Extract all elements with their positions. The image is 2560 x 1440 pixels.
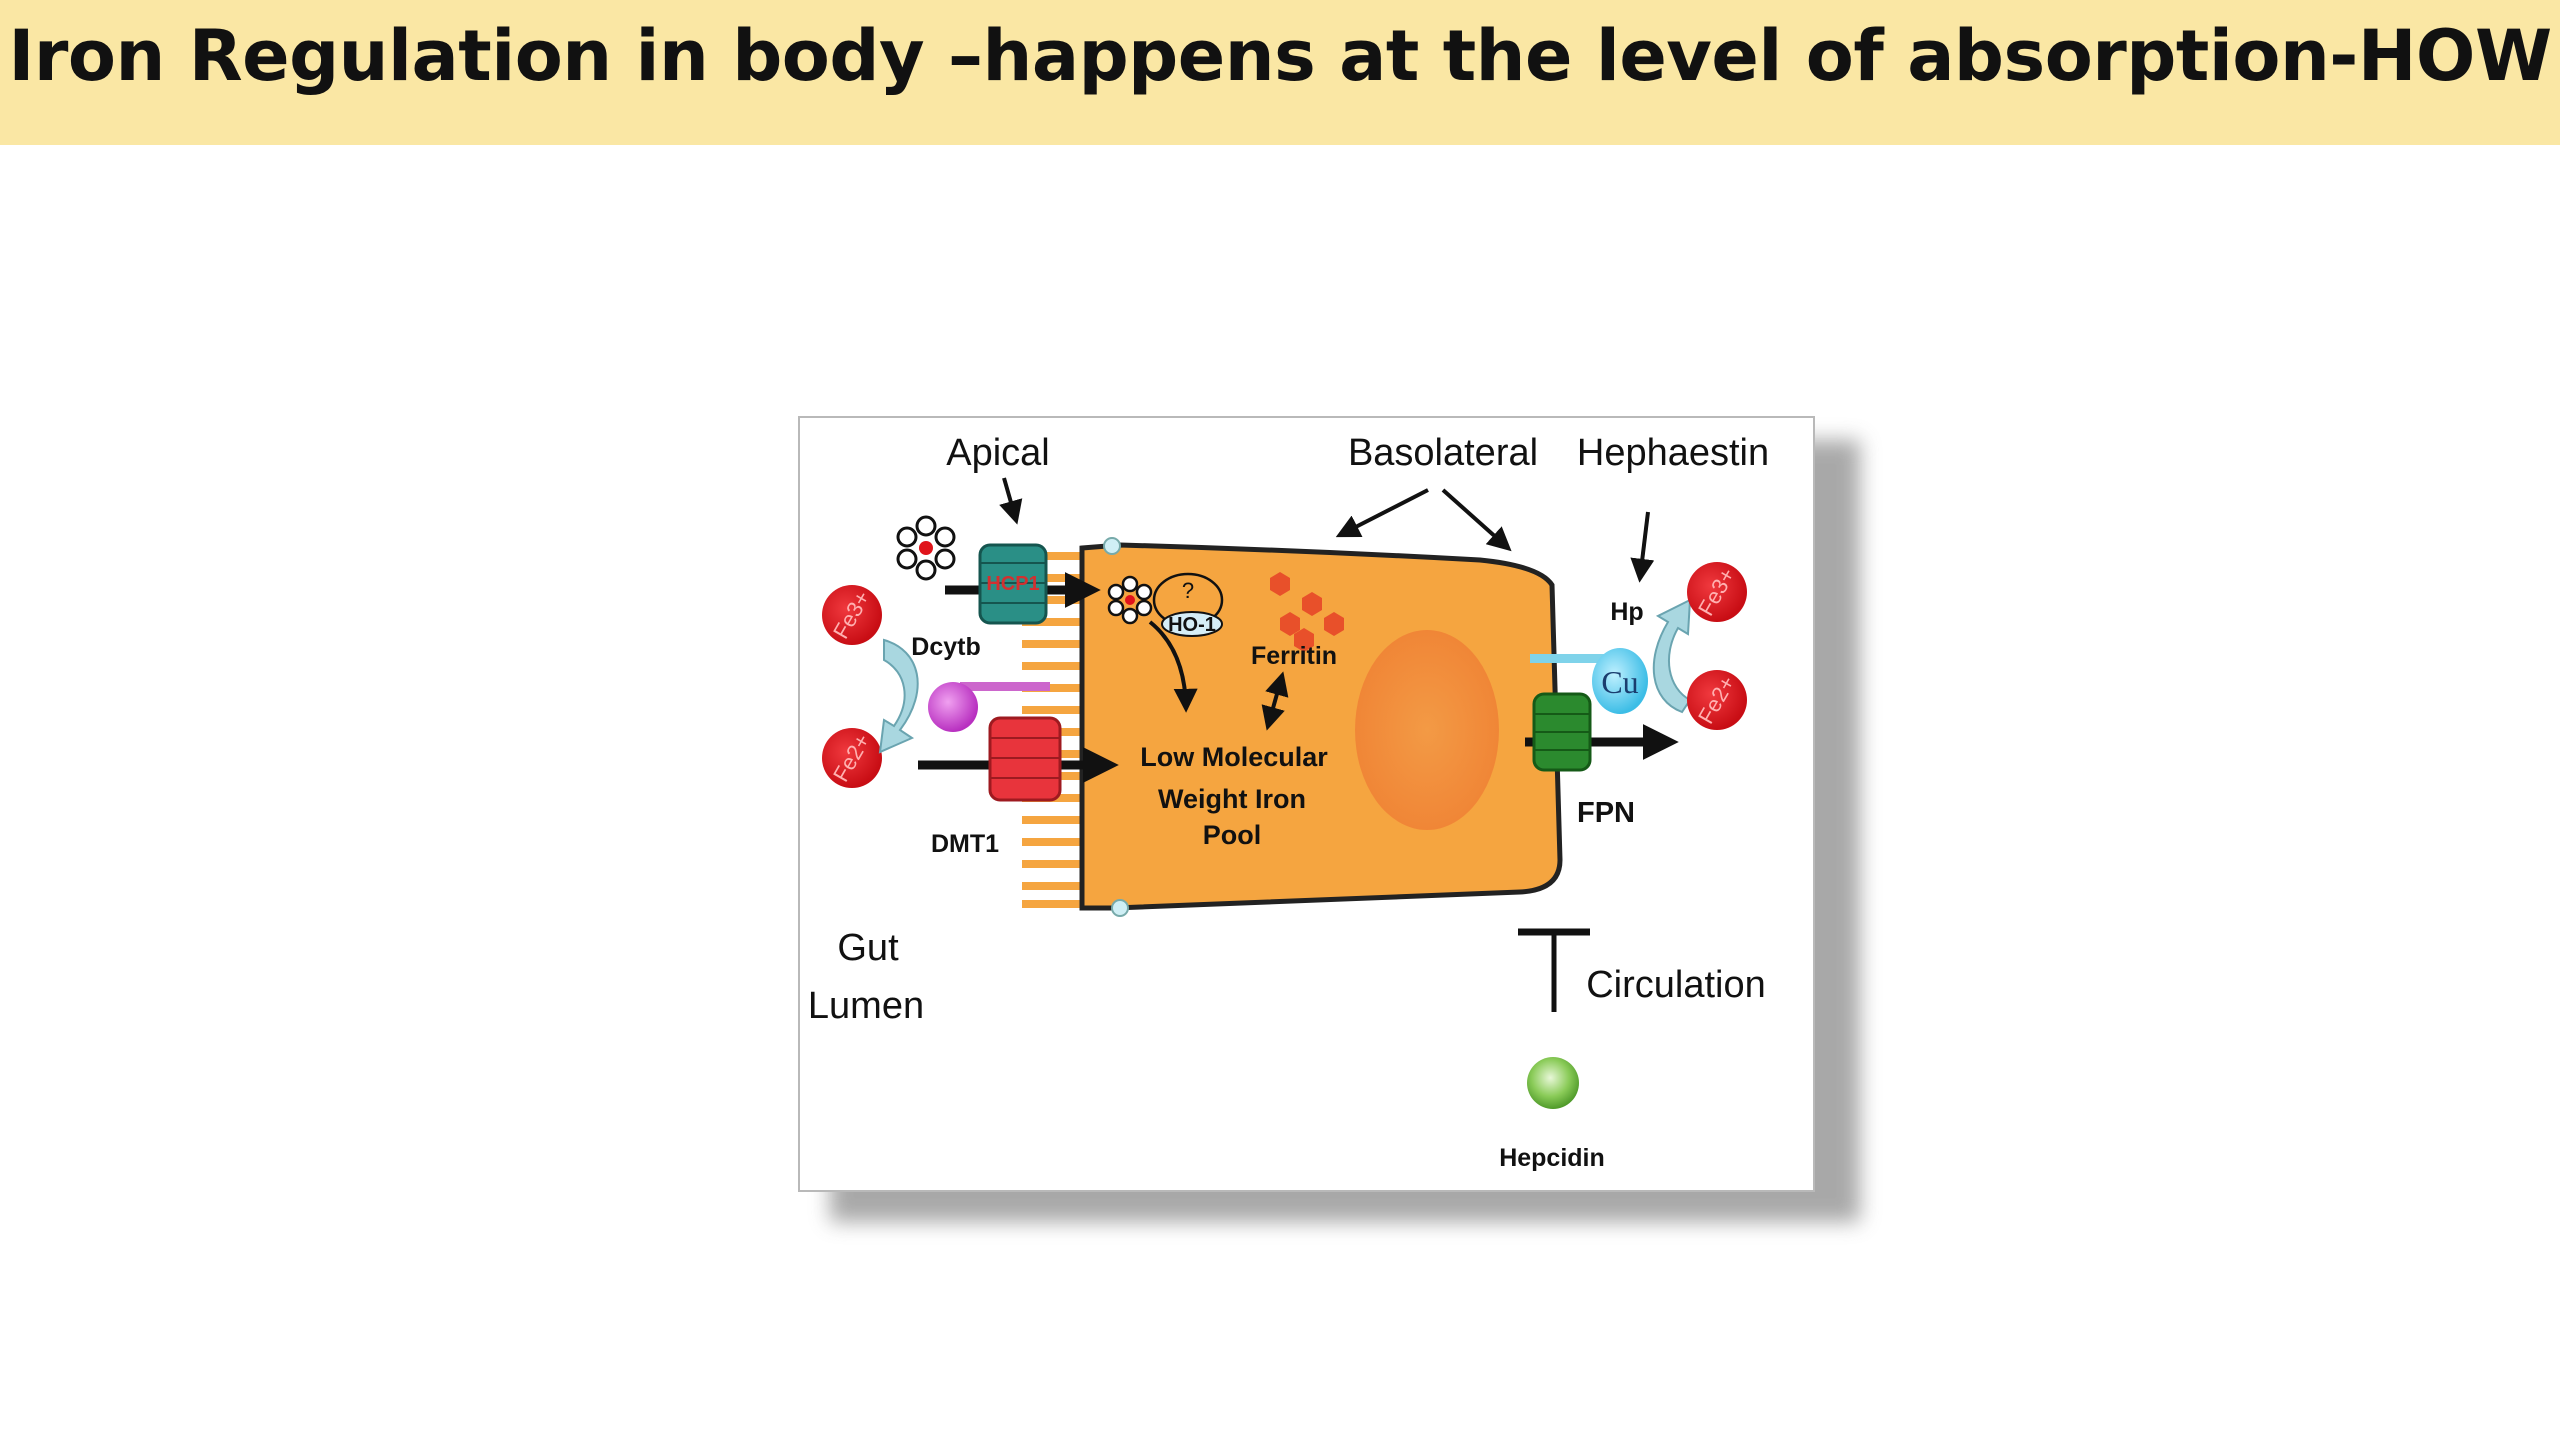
tight-junction-bottom	[1111, 899, 1129, 917]
dmt1-label: DMT1	[931, 830, 999, 858]
hepcidin-label: Hepcidin	[1499, 1144, 1605, 1172]
copper-ion	[1592, 648, 1648, 714]
tight-junction-top	[1103, 537, 1121, 555]
gut-label: Gut	[837, 927, 899, 969]
dmt1-transporter	[988, 716, 1062, 802]
ho1-label: HO-1	[1168, 614, 1216, 636]
slide-title: Iron Regulation in body –happens at the …	[8, 15, 2552, 97]
hepcidin-molecule	[1527, 1057, 1579, 1109]
fe2-ion-lumen	[822, 728, 882, 788]
nucleus	[1355, 630, 1499, 830]
fe2-ion-circulation	[1687, 670, 1747, 730]
pool-label-line1: Low Molecular	[1140, 742, 1328, 772]
fpn-label: FPN	[1577, 797, 1635, 829]
title-banner	[0, 0, 2560, 145]
hephaestin-anchor	[1530, 654, 1610, 663]
hephaestin-arrow	[1630, 511, 1655, 583]
apical-arrow	[999, 477, 1023, 525]
hp-label: Hp	[1610, 598, 1643, 626]
ferritin-pool-arrow	[1261, 671, 1289, 731]
basolateral-arrow-left	[1335, 488, 1429, 538]
heme-molecule-cell	[1107, 575, 1153, 625]
fe3-ion-lumen	[822, 585, 882, 645]
hephaestin-oxidation-arrow	[1652, 598, 1692, 714]
ho1-badge	[1161, 611, 1223, 637]
hephaestin-label: Hephaestin	[1577, 432, 1769, 474]
fe3-ion-circulation	[1687, 562, 1747, 622]
heme-to-pool-arrow	[1148, 620, 1198, 713]
ferritin-label: Ferritin	[1251, 642, 1337, 670]
hcp1-label: HCP1	[986, 573, 1039, 595]
copper-label: Cu	[1601, 664, 1638, 700]
apical-label: Apical	[946, 432, 1050, 474]
ho1-question: ?	[1182, 578, 1194, 603]
fpn-transporter	[1532, 692, 1592, 772]
lumen-label: Lumen	[808, 985, 924, 1027]
pool-label-line3: Pool	[1203, 820, 1262, 850]
ferritin-cluster	[1270, 572, 1344, 652]
dcytb-protein	[928, 682, 978, 732]
hcp1-transporter	[978, 543, 1048, 625]
basolateral-arrow-right	[1441, 488, 1512, 552]
heme-molecule-lumen	[896, 515, 956, 581]
dcytb-reduction-arrow	[878, 638, 919, 754]
circulation-label: Circulation	[1586, 964, 1766, 1006]
basolateral-label: Basolateral	[1348, 432, 1538, 474]
dcytb-label: Dcytb	[911, 633, 980, 661]
dcytb-anchor	[960, 682, 1050, 691]
pool-label-line2: Weight Iron	[1158, 784, 1306, 814]
